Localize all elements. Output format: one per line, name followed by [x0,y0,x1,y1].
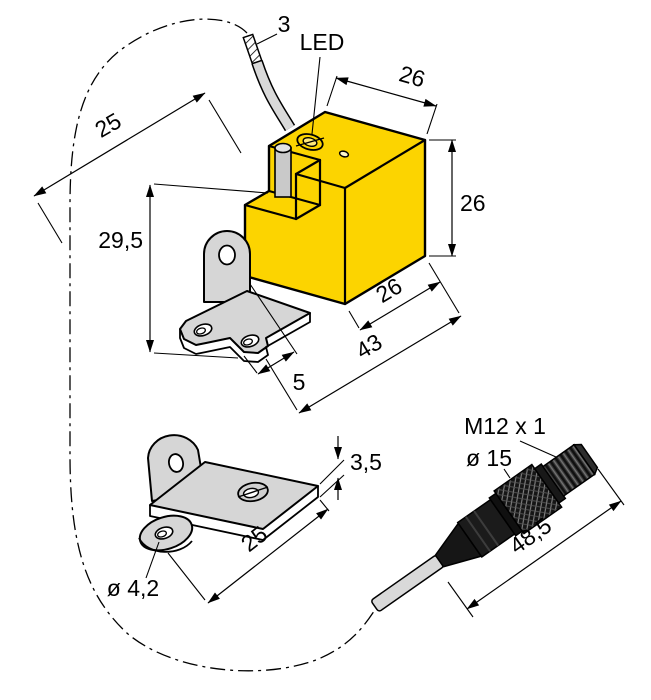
cable-dia-leader-line [256,33,278,45]
sensor-pin [274,142,292,198]
label-depth-25: 25 [90,107,125,142]
bracket-foot-thickness [179,313,311,363]
label-side-height-26: 26 [460,190,486,216]
label-top-width-26: 26 [396,60,428,92]
label-led: LED [300,29,345,55]
dim-connector-length-48-5 [447,468,625,618]
bracket-tab-hole [218,244,236,266]
dim-bracket-offset-5 [243,283,298,375]
led-indicator [338,150,350,158]
led-leader-line [311,56,321,135]
adjustment-screw [295,133,325,151]
connector-cable [371,555,444,612]
label-bracket-height-29-5: 29,5 [98,227,143,253]
dim-top-width-26 [326,75,438,135]
dim-bracket-height-29-5 [146,183,269,359]
sensor-body [243,110,427,306]
dim-plate-thickness-3-5 [319,436,345,500]
dia15-leader-line [503,468,511,479]
connector-tip [572,443,599,476]
bracket2-lobe-thickness [138,537,193,553]
dim-side-height-26 [429,139,456,257]
dim-depth-25 [33,92,242,244]
mounting-bracket-on-sensor [179,230,311,363]
thread-leader-line [519,440,557,458]
cable-routing-dashdot-line [69,18,379,672]
cable-cut-hatch [242,33,263,65]
bracket-tab [203,230,251,303]
label-overall-length-43: 43 [351,328,386,363]
bracket2-counterbore-slot [237,486,269,498]
label-connector-diameter: ø 15 [466,445,512,471]
bracket-foot-hole-2-bore [242,338,254,346]
label-bracket-offset-5: 5 [293,369,306,395]
label-plate-thickness-3-5: 3,5 [350,449,382,475]
label-hole-diameter-4-2: ø 4,2 [107,575,159,601]
bracket2-tab-hole [168,453,184,473]
dim-plate-length-25 [167,499,330,604]
sensor-cable [242,33,296,132]
dimension-labels: 3 LED 25 26 26 29,5 26 43 5 3,5 25 ø 4,2… [90,11,556,601]
bracket-foot-hole-1-bore [195,327,207,335]
label-cable-diameter: 3 [278,11,291,37]
bracket2-lobe-hole-bore [156,530,168,538]
sensor-silhouette [243,110,427,306]
label-connector-thread: M12 x 1 [464,413,546,439]
sensor-edges [243,138,427,306]
dimension-lines [33,33,625,618]
hole-dia-leader-line [145,541,160,579]
